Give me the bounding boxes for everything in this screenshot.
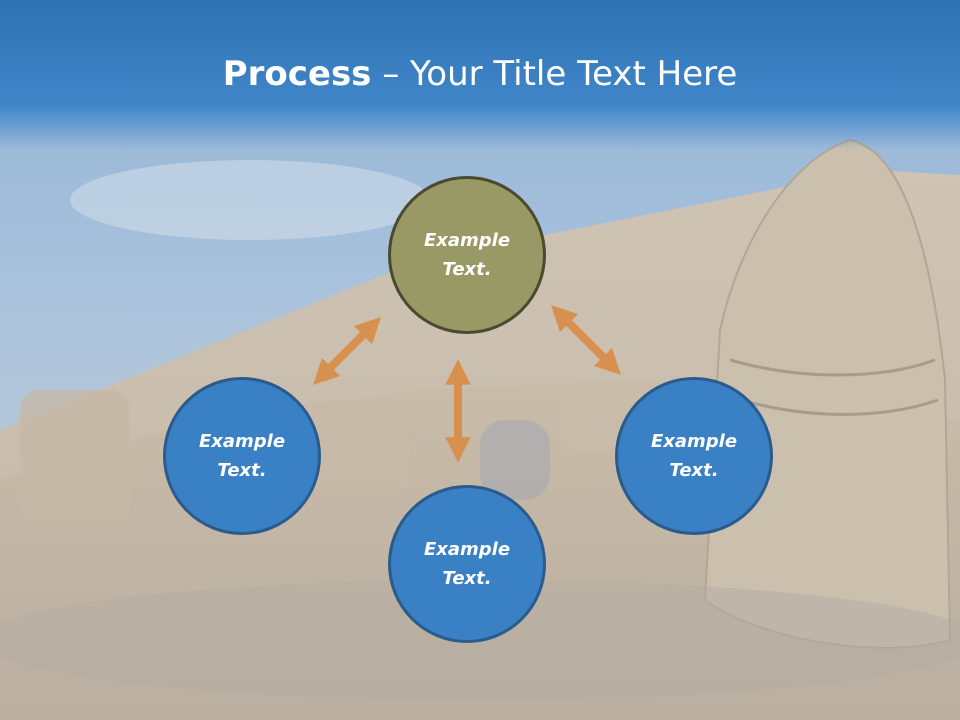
node-bottom: Example Text.	[388, 485, 546, 643]
node-right-label: Example Text.	[650, 431, 738, 481]
title-bar	[0, 0, 960, 150]
node-left-label: Example Text.	[198, 431, 286, 481]
arrow-top-left	[312, 316, 382, 386]
slide-title: Process – Your Title Text Here	[0, 52, 960, 96]
arrow-top-right	[550, 304, 622, 376]
title-strong: Process	[222, 54, 372, 94]
node-left: Example Text.	[163, 377, 321, 535]
node-top-label: Example Text.	[423, 230, 511, 280]
node-right: Example Text.	[615, 377, 773, 535]
title-rest: – Your Title Text Here	[371, 54, 738, 94]
node-top: Example Text.	[388, 176, 546, 334]
node-bottom-label: Example Text.	[423, 539, 511, 589]
